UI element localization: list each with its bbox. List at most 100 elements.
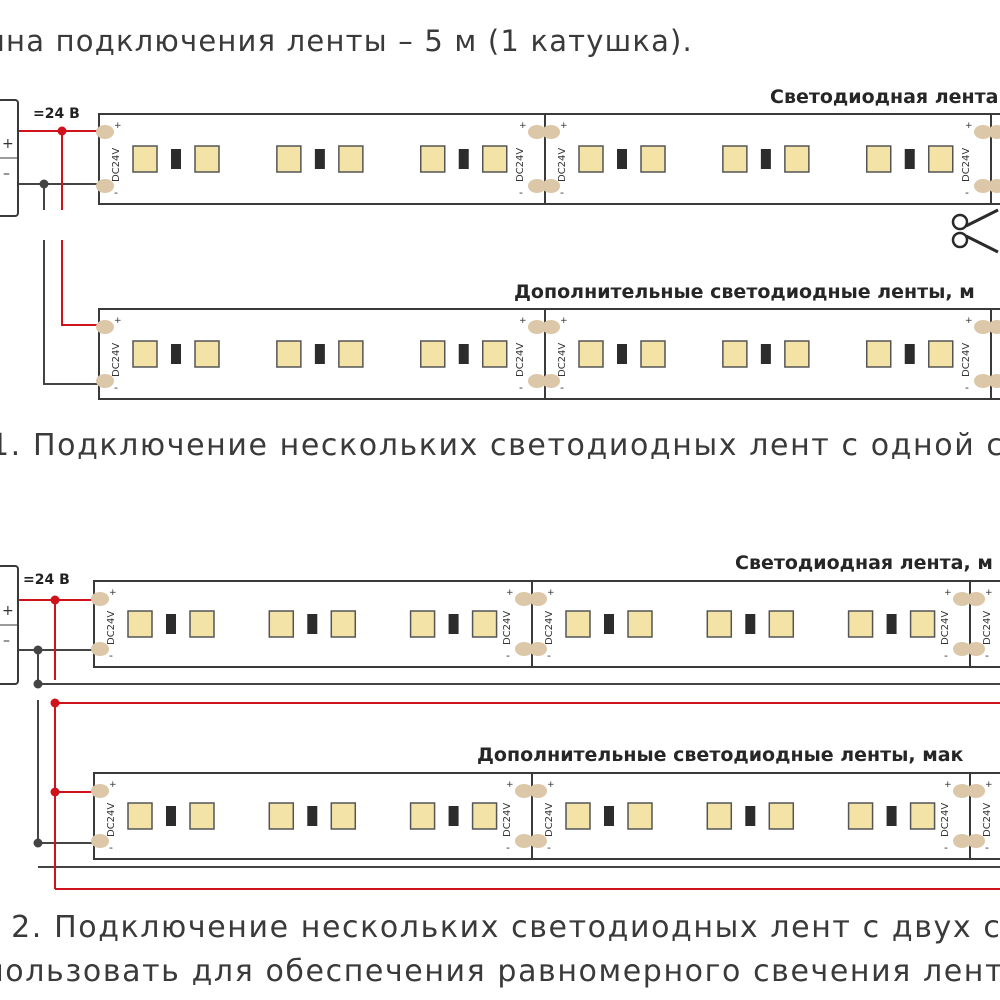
minus-mark: - [985,841,989,854]
scissors-icon [951,208,999,254]
junction-dot [33,679,43,689]
solder-pad [91,784,109,798]
led-chip [627,610,653,638]
minus-mark: - [114,186,118,199]
junction-dot [33,838,43,848]
solder-pad [515,784,533,798]
solder-pad [528,125,546,139]
negative-wire [43,240,101,385]
led-chip [640,340,666,368]
led-chip [565,802,591,830]
dc24v-label: DC24V [106,611,117,645]
solder-pad [967,834,985,848]
solder-pad [988,320,1000,334]
minus-mark: - [114,381,118,394]
resistor [886,806,897,826]
resistor [166,614,176,634]
plus-mark: + [109,588,117,598]
led-chip [194,145,220,173]
solder-pad [515,592,533,606]
led-chip [927,145,954,173]
led-chip [706,610,733,638]
solder-pad [967,592,985,606]
resistor [166,806,176,826]
plus-mark: + [519,121,527,131]
solder-pad [988,374,1000,388]
resistor [745,806,756,826]
plus-mark: + [560,316,568,326]
led-chip [409,610,436,638]
minus-mark: - [506,841,510,854]
solder-pad [988,125,1000,139]
minus-mark: - [560,186,564,199]
minus-mark: - [506,649,510,662]
led-chip [865,145,892,173]
led-chip [276,340,302,368]
resistor [604,806,614,826]
solder-pad [542,320,560,334]
solder-pad [91,592,109,606]
solder-pad [96,125,114,139]
plus-mark: + [965,121,973,131]
dc24v-label: DC24V [502,611,513,645]
solder-pad [974,179,992,193]
plus-mark: + [944,588,952,598]
led-chip [409,802,436,830]
dc24v-label: DC24V [961,148,972,182]
figure2-caption-line2: спользовать для обеспечения равномерного… [0,954,1000,989]
resistor [307,614,318,634]
resistor [617,344,627,364]
junction-dot [57,126,67,136]
dc24v-label: DC24V [544,803,555,837]
solder-pad [988,179,1000,193]
psu-plus: + [2,603,14,619]
dc24v-label: DC24V [544,611,555,645]
plus-mark: + [114,316,122,326]
solder-pad [953,784,971,798]
resistor [448,806,459,826]
icons [951,208,999,254]
figure2-caption: а 2. Подключение нескольких светодиодных… [0,910,1000,945]
plus-mark: + [985,780,993,790]
led-chip [640,145,666,173]
led-chip [481,340,508,368]
dc24v-label: DC24V [111,343,122,377]
junction-dot [33,645,43,655]
led-chip [927,340,954,368]
solder-pad [515,834,533,848]
led-chip [784,145,810,173]
minus-mark: - [560,381,564,394]
dc24v-label: DC24V [515,148,526,182]
led-chip [847,610,874,638]
resistor [760,149,771,169]
wires [18,126,1000,890]
minus-mark: - [985,649,989,662]
led-chip [338,340,364,368]
led-chip [127,610,153,638]
led-chip [909,802,936,830]
solder-pad [529,642,547,656]
led-chip [132,145,158,173]
plus-mark: + [944,780,952,790]
dc24v-label: DC24V [111,148,122,182]
resistor [458,149,469,169]
led-chip [768,802,795,830]
main-strip-title-2: Светодиодная лента, м [735,552,993,574]
resistor [171,344,181,364]
junction-dot [50,787,60,797]
solder-pad [953,834,971,848]
solder-pad [96,374,114,388]
header-caption: ина подключения ленты – 5 м (1 катушка). [0,24,693,58]
dc24v-label: DC24V [557,148,568,182]
led-chip [722,145,748,173]
plus-mark: + [985,588,993,598]
voltage-label-2: =24 В [23,572,70,588]
solder-pad [96,179,114,193]
minus-mark: - [965,381,969,394]
dc24v-label: DC24V [982,803,993,837]
dc24v-label: DC24V [940,611,951,645]
solder-pad [529,592,547,606]
led-chip [132,340,158,368]
plus-mark: + [547,588,555,598]
resistor [904,149,915,169]
